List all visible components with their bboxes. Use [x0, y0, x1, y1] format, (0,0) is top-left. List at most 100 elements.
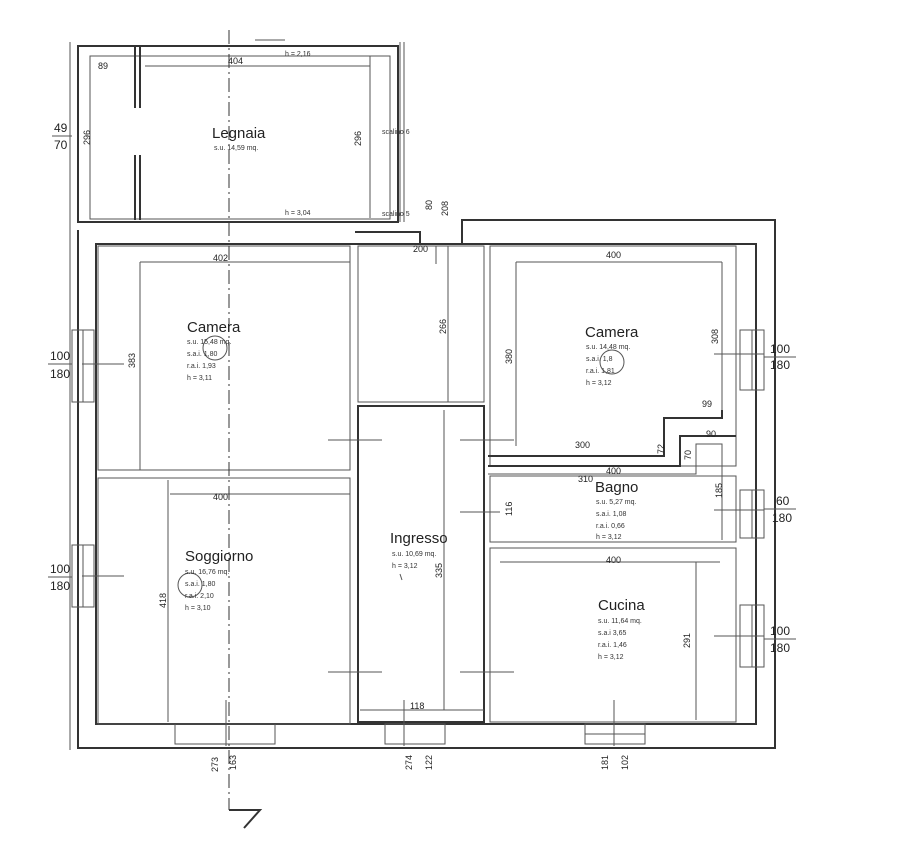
room-info-camera-left-3: r.a.i. 1,93 — [187, 363, 216, 370]
dim-383: 383 — [127, 353, 137, 368]
room-info-ingresso-1: s.u. 10,69 mq. — [392, 551, 436, 558]
room-bagno: Bagno s.u. 5,27 mq. s.a.i. 1,08 r.a.i. 0… — [595, 479, 638, 541]
window-right-top-width: 100 — [770, 342, 790, 356]
room-legnaia: Legnaia s.u. 14,59 mq. h = 2,16 h = 3,04 — [212, 51, 311, 217]
window-right-mid-width: 60 — [776, 494, 790, 508]
window-left-top-height: 70 — [54, 138, 68, 152]
room-info-camera-left-1: s.u. 15,48 mq. — [187, 339, 231, 346]
room-name-bagno: Bagno — [595, 479, 638, 496]
dim-266: 266 — [438, 319, 448, 334]
room-name-camera-right: Camera — [585, 324, 639, 341]
room-name-soggiorno: Soggiorno — [185, 548, 253, 565]
room-info-bagno-2: s.a.i. 1,08 — [596, 511, 626, 518]
dim-308: 308 — [710, 329, 720, 344]
section-line — [228, 30, 263, 829]
dim-400d: 400 — [606, 555, 621, 565]
room-ingresso: Ingresso s.u. 10,69 mq. h = 3,12 — [390, 530, 448, 570]
room-info-camera-left-2: s.a.i. 1,80 — [187, 351, 217, 358]
dim-273: 273 — [210, 757, 220, 772]
marker-circles — [177, 335, 625, 598]
room-info-camera-right-4: h = 3,12 — [586, 380, 612, 387]
room-info-bagno-1: s.u. 5,27 mq. — [596, 499, 637, 506]
dimensions-vertical: 296 296 80 208 266 383 380 308 72 70 185… — [82, 130, 724, 772]
dim-291: 291 — [682, 633, 692, 648]
room-info-camera-right-3: r.a.i. 1,81 — [586, 368, 615, 375]
room-info-soggiorno-4: h = 3,10 — [185, 605, 211, 612]
dim-296b: 296 — [353, 131, 363, 146]
dimensions-horizontal: 89 404 200 402 400 99 90 300 310 400 400… — [98, 56, 716, 711]
dim-116: 116 — [504, 502, 514, 516]
dim-380: 380 — [504, 349, 514, 364]
legnaia-h-top: h = 2,16 — [285, 51, 311, 58]
window-label-right-bot: 100 180 — [764, 624, 796, 655]
dim-102: 102 — [620, 755, 630, 770]
legnaia-h-bottom: h = 3,04 — [285, 210, 311, 217]
dim-296a: 296 — [82, 130, 92, 145]
dim-118: 118 — [410, 701, 424, 711]
dim-400b: 400 — [606, 466, 621, 476]
window-right-mid-height: 180 — [772, 511, 792, 525]
window-left-bot-width: 100 — [50, 562, 70, 576]
window-left-bot-height: 180 — [50, 579, 70, 593]
dim-80: 80 — [424, 200, 434, 210]
room-name-cucina: Cucina — [598, 597, 645, 614]
dim-335: 335 — [434, 563, 444, 578]
room-name-camera-left: Camera — [187, 319, 241, 336]
dim-163: 163 — [228, 755, 238, 770]
window-label-right-mid: 60 180 — [764, 494, 796, 525]
door-marks — [82, 246, 764, 746]
dim-72: 72 — [656, 444, 666, 454]
room-cucina: Cucina s.u. 11,64 mq. s.a.i 3,65 r.a.i. … — [598, 597, 645, 661]
annotation-scalino6: scalino 6 — [382, 129, 410, 136]
dim-185: 185 — [714, 483, 724, 498]
room-info-ingresso-2: h = 3,12 — [392, 563, 418, 570]
dim-310: 310 — [578, 474, 593, 484]
room-camera-left: Camera s.u. 15,48 mq. s.a.i. 1,80 r.a.i.… — [187, 319, 241, 382]
dim-402: 402 — [213, 253, 228, 263]
dim-400c: 400 — [213, 492, 228, 502]
dim-181: 181 — [600, 755, 610, 770]
room-camera-right: Camera s.u. 14,48 mq. s.a.i. 1,8 r.a.i. … — [585, 324, 639, 387]
room-soggiorno: Soggiorno s.u. 16,76 mq. s.a.i. 1,80 r.a… — [185, 548, 253, 612]
dim-274: 274 — [404, 755, 414, 770]
window-right-bot-width: 100 — [770, 624, 790, 638]
annotation-scalino5: scalino 5 — [382, 211, 410, 218]
room-info-soggiorno-2: s.a.i. 1,80 — [185, 581, 215, 588]
room-name-legnaia: Legnaia — [212, 125, 266, 142]
dim-122: 122 — [424, 755, 434, 770]
window-right-top-height: 180 — [770, 358, 790, 372]
dim-89: 89 — [98, 61, 108, 71]
window-left-mid-width: 100 — [50, 349, 70, 363]
dim-200: 200 — [413, 244, 428, 254]
dim-300: 300 — [575, 440, 590, 450]
house-outline — [77, 219, 776, 749]
room-info-legnaia-su: s.u. 14,59 mq. — [214, 145, 258, 152]
room-info-bagno-4: h = 3,12 — [596, 534, 622, 541]
dim-70: 70 — [683, 450, 693, 460]
room-info-camera-right-2: s.a.i. 1,8 — [586, 356, 613, 363]
room-info-cucina-4: h = 3,12 — [598, 654, 624, 661]
window-label-right-top: 100 180 — [764, 342, 796, 372]
window-labels: 49 70 100 180 100 180 100 180 60 180 100… — [48, 121, 796, 655]
dim-90: 90 — [706, 429, 716, 439]
dim-404: 404 — [228, 56, 243, 66]
room-info-bagno-3: r.a.i. 0,66 — [596, 523, 625, 530]
room-info-soggiorno-1: s.u. 16,76 mq. — [185, 569, 229, 576]
room-info-soggiorno-3: r.a.i. 2,10 — [185, 593, 214, 600]
dim-99: 99 — [702, 399, 712, 409]
window-left-mid-height: 180 — [50, 367, 70, 381]
room-info-cucina-3: r.a.i. 1,46 — [598, 642, 627, 649]
room-info-cucina-2: s.a.i 3,65 — [598, 630, 627, 637]
windows — [71, 329, 765, 745]
room-walls — [97, 245, 737, 725]
dim-208: 208 — [440, 201, 450, 216]
window-label-left-bot: 100 180 — [48, 562, 72, 593]
room-info-camera-left-4: h = 3,11 — [187, 375, 212, 382]
legnaia-walls — [69, 39, 405, 750]
room-name-ingresso: Ingresso — [390, 530, 448, 547]
room-info-camera-right-1: s.u. 14,48 mq. — [586, 344, 630, 351]
dim-400a: 400 — [606, 250, 621, 260]
window-label-left-mid: 100 180 — [48, 349, 72, 381]
window-left-top-width: 49 — [54, 121, 68, 135]
